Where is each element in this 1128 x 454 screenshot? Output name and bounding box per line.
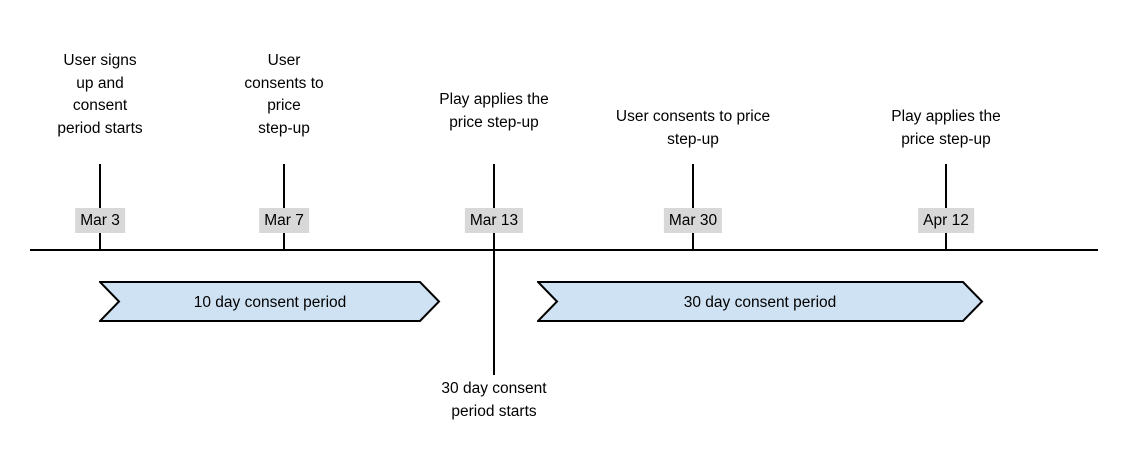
timeline-tick-mar13 [493,164,495,375]
banner-10-day-shape [99,281,441,322]
banner-30-day-shape [537,281,984,322]
event-label-mar13: Play applies the price step-up [439,91,549,131]
timeline-tick-mar30 [692,164,694,250]
banner-10-day-consent-period: 10 day consent period [99,281,441,322]
date-badge-apr12: Apr 12 [918,208,974,233]
date-badge-mar13: Mar 13 [464,208,524,233]
event-label-apr12: Play applies the price step-up [891,108,1001,148]
timeline-tick-apr12 [945,164,947,250]
banner-10-day-label: 10 day consent period [194,294,347,311]
event-label-mar3: User signs up and consent period starts [57,52,143,137]
timeline-tick-mar3 [99,164,101,250]
banner-30-day-label: 30 day consent period [684,294,837,311]
callout-30-day-consent-period-starts: 30 day consent period starts [441,380,547,420]
timeline-axis [30,249,1098,251]
timeline-tick-mar7 [283,164,285,250]
date-badge-mar3: Mar 3 [75,208,125,233]
date-badge-mar7: Mar 7 [259,208,309,233]
date-badge-mar30: Mar 30 [663,208,723,233]
event-label-mar7: User consents to price step-up [244,52,324,137]
event-label-mar30: User consents to price step-up [615,108,771,148]
banner-30-day-consent-period: 30 day consent period [537,281,984,322]
